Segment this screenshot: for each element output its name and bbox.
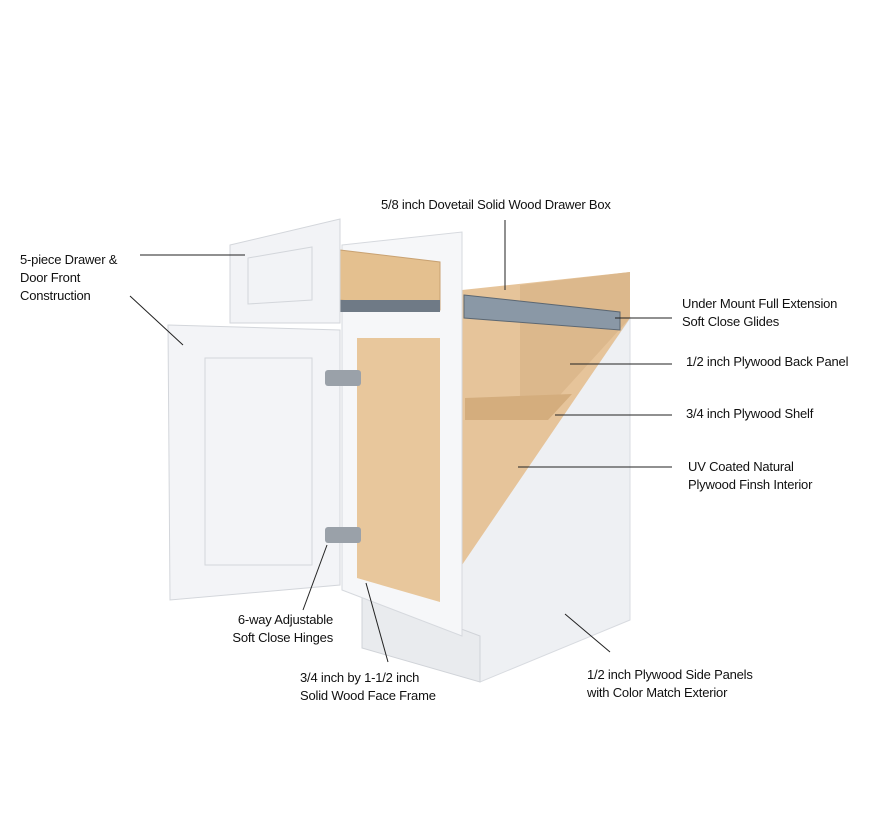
door-panel	[204, 357, 313, 566]
label-line: 1/2 inch Plywood Side Panels	[587, 667, 753, 682]
label-face-frame: 3/4 inch by 1-1/2 inch Solid Wood Face F…	[300, 669, 436, 705]
label-line: Construction	[20, 288, 91, 303]
drawer-slide	[340, 300, 440, 312]
label-interior: UV Coated Natural Plywood Finsh Interior	[688, 458, 812, 494]
label-line: Door Front	[20, 270, 81, 285]
drawer-front	[229, 218, 341, 324]
label-drawer-box: 5/8 inch Dovetail Solid Wood Drawer Box	[381, 197, 611, 212]
label-line: Soft Close Hinges	[232, 630, 333, 645]
hinge-top	[325, 370, 361, 386]
label-shelf: 3/4 inch Plywood Shelf	[686, 406, 814, 421]
label-line: 6-way Adjustable	[237, 612, 333, 627]
label-line: 5-piece Drawer &	[20, 252, 118, 267]
hinge-bottom	[325, 527, 361, 543]
face-frame-opening	[357, 338, 440, 602]
glides	[463, 294, 621, 331]
label-glides: Under Mount Full Extension Soft Close Gl…	[682, 295, 837, 331]
label-line: Soft Close Glides	[682, 314, 780, 329]
label-line: with Color Match Exterior	[587, 685, 728, 700]
shelf	[465, 394, 572, 420]
label-drawer-front: 5-piece Drawer & Door Front Construction	[20, 251, 117, 305]
label-line: UV Coated Natural	[688, 459, 794, 474]
label-line: 3/4 inch by 1-1/2 inch	[300, 670, 420, 685]
label-hinges: 6-way Adjustable Soft Close Hinges	[213, 611, 333, 647]
back-panel	[520, 272, 630, 398]
drawer-front-panel	[247, 246, 313, 305]
label-line: Solid Wood Face Frame	[300, 688, 436, 703]
label-back-panel: 1/2 inch Plywood Back Panel	[686, 354, 849, 369]
door	[167, 324, 341, 601]
label-line: Under Mount Full Extension	[682, 296, 838, 311]
leader-lines	[129, 220, 672, 663]
label-line: Plywood Finsh Interior	[688, 477, 813, 492]
label-side-panels: 1/2 inch Plywood Side Panels with Color …	[587, 666, 753, 702]
